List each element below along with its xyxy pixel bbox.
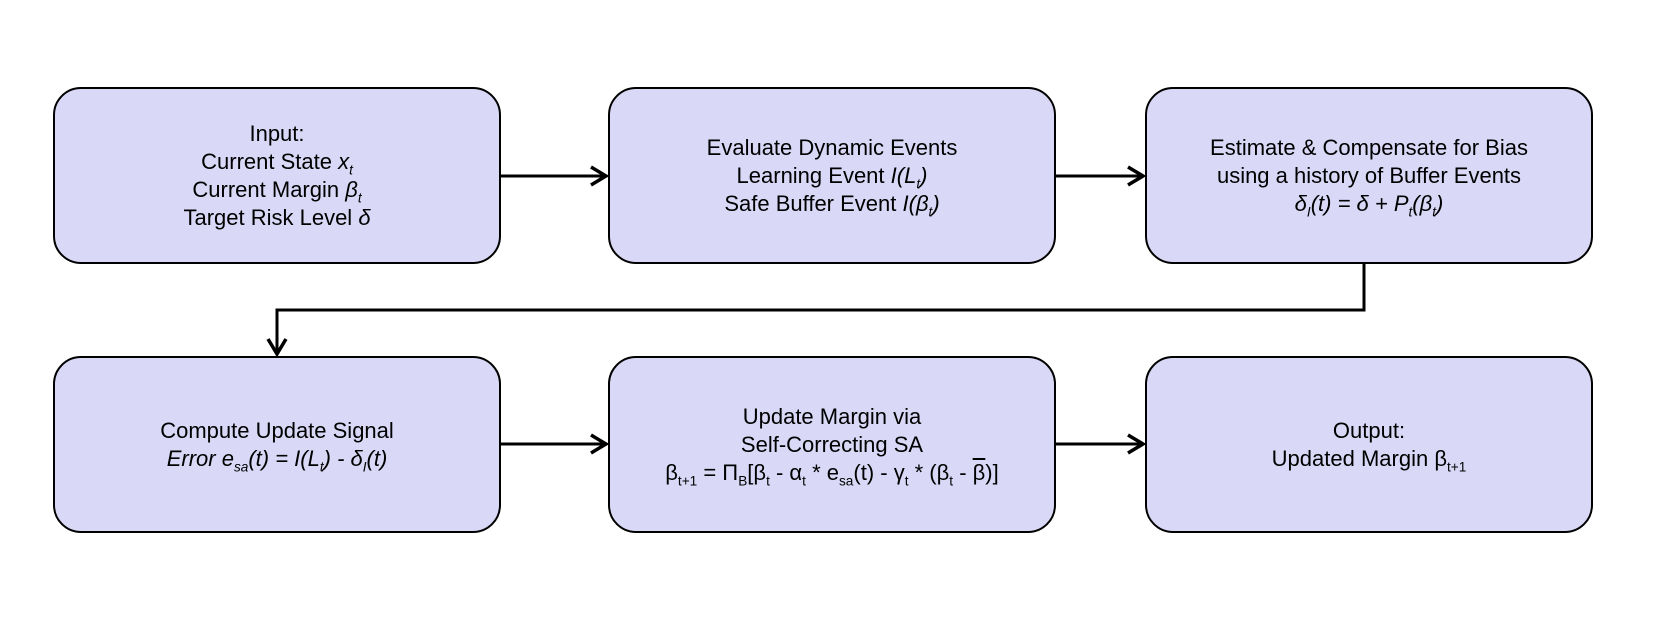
node-text-line: Self-Correcting SA (740, 431, 924, 457)
node-text-line: δI(t) = δ + Pt(βt) (1294, 190, 1444, 219)
node-text-line: using a history of Buffer Events (1216, 162, 1522, 188)
node-text-line: βt+1 = ΠB[βt - αt * esa(t) - γt * (βt - … (665, 459, 999, 488)
arrow-input-to-evaluate (501, 165, 610, 187)
arrow-compute-to-update (501, 433, 610, 455)
arrow-update-to-output (1056, 433, 1147, 455)
node-text-line: Updated Margin βt+1 (1271, 445, 1467, 474)
node-text-line: Evaluate Dynamic Events (706, 134, 958, 160)
arrow-evaluate-to-estimate (1056, 165, 1147, 187)
node-text-line: Safe Buffer Event I(βt) (724, 190, 940, 219)
node-text-line: Target Risk Level δ (183, 204, 371, 230)
node-text-line: Learning Event I(Lt) (736, 162, 928, 191)
node-text-line: Estimate & Compensate for Bias (1210, 134, 1528, 160)
node-output: Output:Updated Margin βt+1 (1145, 356, 1593, 533)
node-text-line: Error esa(t) = I(Lt) - δI(t) (166, 445, 388, 474)
node-text-line: Current State xt (201, 148, 353, 177)
node-text-line: Update Margin via (742, 403, 922, 429)
node-text-line: Compute Update Signal (160, 417, 394, 443)
node-text-line: Input: (249, 120, 305, 146)
node-text-line: Current Margin βt (192, 176, 362, 205)
arrow-estimate-to-compute (266, 264, 1366, 358)
node-text-line: Output: (1332, 417, 1406, 443)
